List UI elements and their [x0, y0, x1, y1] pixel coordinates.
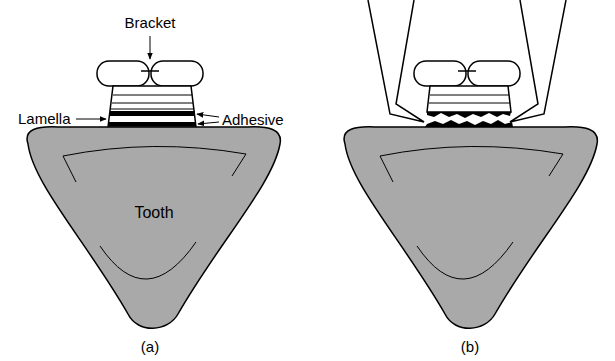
tooth-outline	[18, 124, 290, 336]
tooth-label: Tooth	[18, 204, 290, 222]
bracket-a	[97, 61, 203, 127]
plier-jaws	[368, 0, 566, 122]
panel-label: (a)	[141, 338, 159, 355]
tooth-b	[344, 127, 597, 328]
leader-lines	[76, 36, 219, 124]
bracket-b	[414, 61, 520, 127]
part-label: Bracket	[125, 14, 176, 31]
panel-label: (b)	[461, 338, 479, 355]
part-label: Adhesive	[222, 111, 284, 128]
tooth-shape: Tooth	[18, 124, 290, 336]
part-label: Lamella	[18, 110, 71, 127]
